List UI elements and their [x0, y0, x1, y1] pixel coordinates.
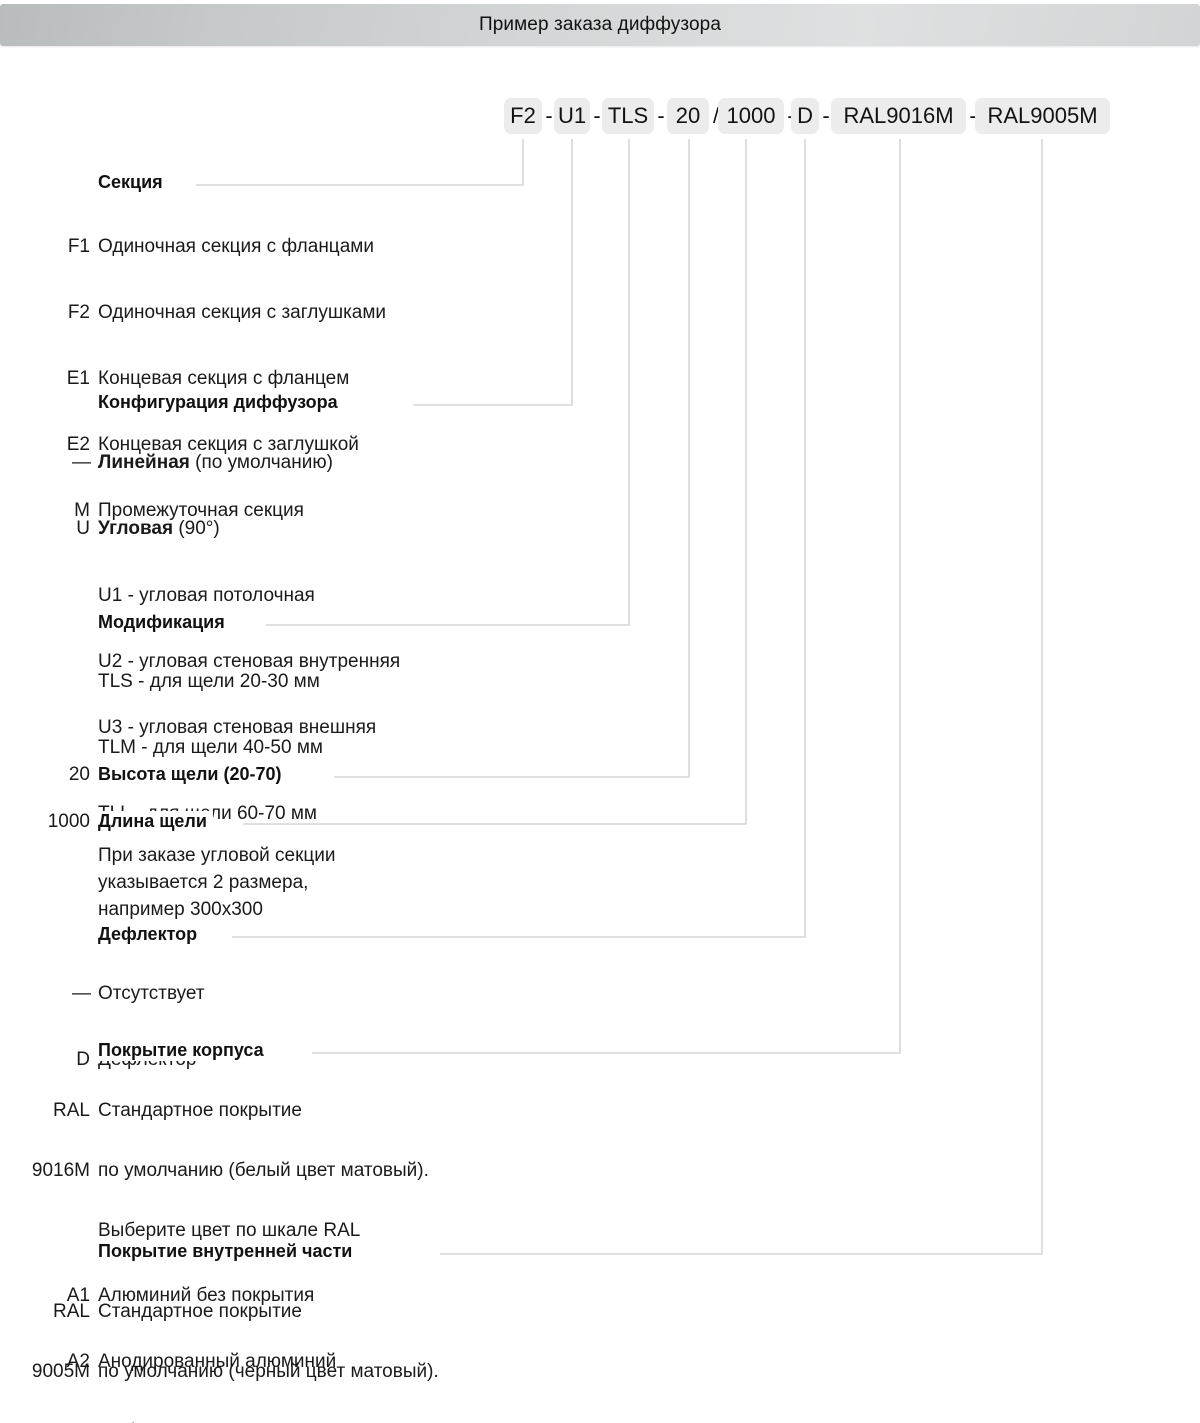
- sub-option-row: TLM - для щели 40-50 мм: [0, 737, 1200, 770]
- section-title-slot-height: Высота щели (20-70): [98, 764, 288, 785]
- option-code: —: [72, 983, 91, 1004]
- option-label: Концевая секция с фланцем: [98, 368, 350, 389]
- option-code: D: [76, 1049, 90, 1070]
- option-code: U: [76, 518, 90, 539]
- option-row: — Линейная (по умолчанию): [0, 452, 1200, 485]
- code-token-slot-length[interactable]: 1000: [718, 98, 784, 134]
- standard-coating-row: Выберите цвет по шкале RAL: [0, 1220, 1200, 1253]
- code-token-configuration[interactable]: U1: [554, 98, 590, 134]
- option-row: E2 Концевая секция с заглушкой: [0, 434, 1200, 467]
- order-code-string: F2 - U1 - TLS - 20 / 1000 - D - RAL9016M…: [0, 98, 1200, 134]
- coating-desc-line: по умолчанию (черный цвет матовый).: [98, 1361, 439, 1382]
- block-slot-length: 1000 Длина щели При заказе угловой секци…: [0, 811, 1200, 920]
- option-row: — Отсутствует: [0, 983, 1200, 1016]
- standard-coating-row: 9016M по умолчанию (белый цвет матовый).: [0, 1160, 1200, 1193]
- coating-code-line: 9005M: [31, 1361, 90, 1382]
- option-code: E2: [66, 434, 90, 455]
- option-code: —: [72, 452, 91, 473]
- section-title-body-coating: Покрытие корпуса: [98, 1040, 270, 1061]
- sub-option-row: TLS - для щели 20-30 мм: [0, 671, 1200, 704]
- sub-option-row: U2 - угловая стеновая внутренняя: [0, 651, 1200, 684]
- option-row: A2 Анодированный алюминий: [0, 1351, 1200, 1384]
- code-separator-slash: /: [712, 103, 720, 128]
- standard-coating-row: 9005M по умолчанию (черный цвет матовый)…: [0, 1361, 1200, 1394]
- option-row: F1 Одиночная секция с фланцами: [0, 236, 1200, 269]
- block-modification: Модификация TLS - для щели 20-30 мм TLM …: [0, 612, 1200, 824]
- option-row: U Угловая (90°): [0, 518, 1200, 551]
- option-code: E1: [66, 368, 90, 389]
- block-slot-height: 20 Высота щели (20-70): [0, 764, 1200, 790]
- section-title-configuration: Конфигурация диффузора: [98, 392, 344, 413]
- option-code: F2: [67, 302, 90, 323]
- option-label: Отсутствует: [98, 983, 205, 1004]
- option-code: A1: [66, 1285, 90, 1306]
- section-title-deflector: Дефлектор: [98, 924, 204, 945]
- option-label: Одиночная секция с фланцами: [98, 236, 374, 257]
- standard-coating-row: RAL Стандартное покрытие: [0, 1100, 1200, 1133]
- section-title-inner-coating: Покрытие внутренней части: [98, 1241, 359, 1262]
- option-code: M: [74, 500, 90, 521]
- code-separator: -: [545, 103, 553, 128]
- option-label: Концевая секция с заглушкой: [98, 434, 359, 455]
- coating-code-line: RAL: [53, 1301, 90, 1322]
- slot-length-note: например 300х300: [98, 899, 263, 920]
- code-separator: -: [784, 98, 798, 134]
- sub-option-row: U1 - угловая потолочная: [0, 585, 1200, 618]
- option-label: Промежуточная секция: [98, 500, 304, 521]
- slot-length-code: 1000: [47, 811, 90, 832]
- code-separator: -: [593, 103, 601, 128]
- option-label: Алюминий без покрытия: [98, 1285, 315, 1306]
- page-title: Пример заказа диффузора: [479, 14, 721, 35]
- block-inner-coating: Покрытие внутренней части RAL Стандартно…: [0, 1241, 1200, 1423]
- block-body-coating: Покрытие корпуса RAL Стандартное покрыти…: [0, 1040, 1200, 1372]
- option-code: F1: [67, 236, 90, 257]
- code-separator: -: [822, 103, 830, 128]
- coating-desc-line: Стандартное покрытие: [98, 1301, 302, 1322]
- sub-option-label: U2 - угловая стеновая внутренняя: [98, 651, 401, 672]
- coating-desc-line: Выберите цвет по шкале RAL: [98, 1220, 361, 1241]
- code-token-section[interactable]: F2: [504, 98, 542, 134]
- option-row: A1 Алюминий без покрытия: [0, 1285, 1200, 1318]
- option-label: Линейная (по умолчанию): [98, 452, 333, 473]
- sub-option-label: U1 - угловая потолочная: [98, 585, 315, 606]
- slot-length-note: указывается 2 размера,: [98, 872, 309, 893]
- standard-coating-row: Выберите цвет по шкале RAL: [0, 1421, 1200, 1423]
- coating-code-line: 9016M: [31, 1160, 90, 1181]
- block-configuration: Конфигурация диффузора — Линейная (по ум…: [0, 392, 1200, 738]
- coating-code-line: RAL: [53, 1100, 90, 1121]
- block-deflector: Дефлектор — Отсутствует D Дефлектор: [0, 924, 1200, 1070]
- option-row: F2 Одиночная секция с заглушками: [0, 302, 1200, 335]
- coating-desc-line: Выберите цвет по шкале RAL: [98, 1421, 360, 1423]
- option-label: Анодированный алюминий: [98, 1351, 337, 1372]
- block-section: Секция F1 Одиночная секция с фланцами F2…: [0, 172, 1200, 521]
- option-row: E1 Концевая секция с фланцем: [0, 368, 1200, 401]
- sub-option-row: U3 - угловая стеновая внешняя: [0, 717, 1200, 750]
- coating-desc-line: Стандартное покрытие: [98, 1100, 302, 1121]
- section-title-section: Секция: [98, 172, 169, 193]
- code-token-deflector[interactable]: D: [791, 98, 819, 134]
- slot-length-note: При заказе угловой секции: [98, 845, 336, 866]
- sub-option-label: TLM - для щели 40-50 мм: [98, 737, 323, 758]
- sub-option-label: U3 - угловая стеновая внешняя: [98, 717, 377, 738]
- code-token-slot-height[interactable]: 20: [667, 98, 709, 134]
- option-row: M Промежуточная секция: [0, 500, 1200, 533]
- option-label: Одиночная секция с заглушками: [98, 302, 387, 323]
- sub-option-label: TLS - для щели 20-30 мм: [98, 671, 320, 692]
- section-title-modification: Модификация: [98, 612, 231, 633]
- standard-coating-row: RAL Стандартное покрытие: [0, 1301, 1200, 1334]
- option-label: Угловая (90°): [98, 518, 220, 539]
- code-token-inner-coating[interactable]: RAL9005M: [975, 98, 1110, 134]
- code-separator: -: [969, 103, 977, 128]
- option-code: A2: [66, 1351, 90, 1372]
- coating-desc-line: по умолчанию (белый цвет матовый).: [98, 1160, 429, 1181]
- code-token-body-coating[interactable]: RAL9016M: [831, 98, 966, 134]
- code-separator: -: [657, 103, 665, 128]
- section-title-slot-length: Длина щели: [98, 811, 213, 832]
- slot-height-code: 20: [68, 764, 90, 785]
- title-bar: Пример заказа диффузора: [0, 4, 1200, 46]
- code-token-modification[interactable]: TLS: [602, 98, 654, 134]
